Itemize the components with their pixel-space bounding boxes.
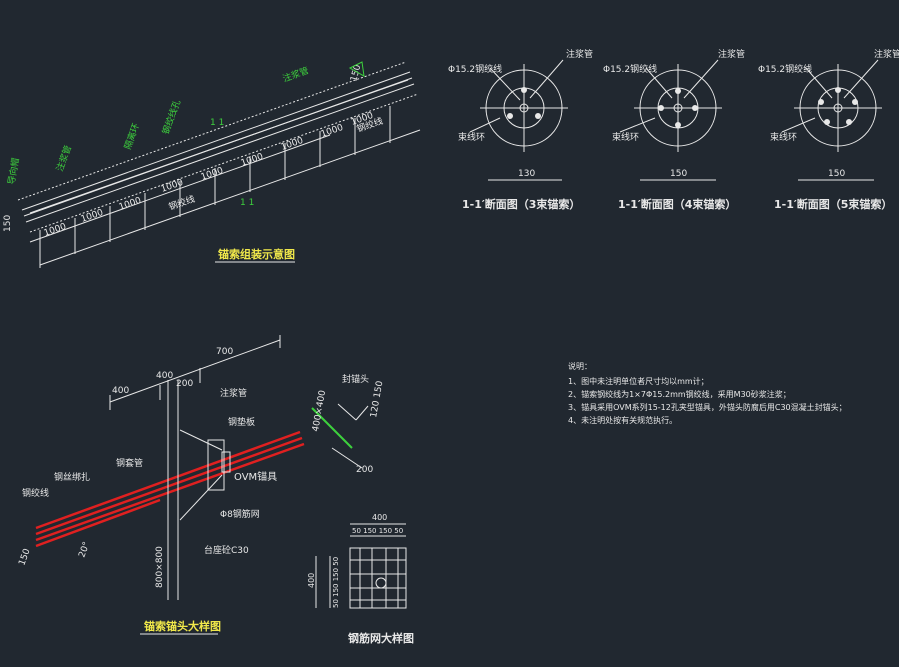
sleeve-label: 钢丝绑扎 (54, 471, 90, 483)
spacing-tag: 1 1 (240, 198, 254, 208)
dim-150: 150 (349, 63, 363, 82)
notes: 说明： 1、图中未注明单位者尺寸均以mm计； 2、锚索钢绞线为1×7Φ15.2m… (568, 361, 847, 425)
dim-200: 200 (176, 379, 193, 389)
note-4: 4、未注明处按有关规范执行。 (568, 415, 677, 425)
section-5-ring-label: 束线环 (770, 131, 797, 143)
spacer-label: 隔离环 (122, 122, 143, 151)
mesh-dim-left-sub: 50 150 150 50 (332, 557, 340, 608)
dim-150: 150 (3, 215, 13, 232)
section-3-title: 1-1′断面图（3束锚索） (462, 197, 580, 211)
dim-400x400: 400×400 (311, 389, 328, 432)
dim-1000: 1000 (240, 152, 265, 169)
dim-400: 400 (112, 386, 129, 396)
section-5-pipe-label: 注浆管 (874, 48, 899, 60)
section-3-strands: Φ15.2钢绞线 注浆管 束线环 130 1-1′断面图（3束锚索） (448, 48, 593, 211)
dim-1000: 1000 (43, 222, 68, 239)
mesh-detail: 400 50 150 150 50 400 50 150 150 50 钢筋网大… (307, 513, 414, 645)
anchor-head-detail: 400 400 700 200 20° 150 800×800 钢绞线 钢丝绑扎… (17, 335, 385, 635)
dim-200b: 200 (356, 465, 373, 475)
section-3-pipe-label: 注浆管 (566, 48, 593, 60)
section-4-strand-label: Φ15.2钢绞线 (603, 63, 657, 75)
anchor-label: OVM锚具 (234, 471, 277, 483)
section-3-strand-label: Φ15.2钢绞线 (448, 63, 502, 75)
section-4-title: 1-1′断面图（4束锚索） (618, 197, 736, 211)
plate-label: 钢垫板 (228, 416, 255, 428)
section-5-title: 1-1′断面图（5束锚索） (774, 197, 892, 211)
grout-pipe-label: 注浆管 (54, 144, 75, 173)
dim-1000: 1000 (80, 208, 105, 225)
anchor-detail-title: 锚索锚头大样图 (144, 619, 221, 633)
dim-1000: 1000 (160, 178, 185, 195)
mesh-dim-top: 400 (372, 513, 387, 522)
dim-800x800: 800×800 (155, 546, 165, 588)
dim-1000: 1000 (118, 196, 143, 213)
dim-1000: 1000 (320, 123, 345, 140)
section-3-ring-label: 束线环 (458, 131, 485, 143)
grout-pipe-right-label: 注浆管 (281, 64, 310, 85)
mesh-detail-title: 钢筋网大样图 (348, 631, 414, 645)
guide-cap-label: 导向帽 (5, 157, 22, 186)
spacing-tag: 1 1 (210, 118, 224, 128)
dim-150: 150 (17, 547, 32, 567)
notes-heading: 说明： (568, 361, 592, 371)
section-4-strands: Φ15.2钢绞线 注浆管 束线环 150 1-1′断面图（4束锚索） (603, 48, 745, 211)
mesh-dim-left: 400 (307, 573, 316, 588)
strand-label: 钢绞线 (22, 487, 49, 499)
assembly-title: 锚索组装示意图 (218, 247, 295, 261)
dim-700: 700 (216, 347, 233, 357)
pipe-label: 钢套管 (116, 457, 143, 469)
note-3: 3、锚具采用OVM系列15-12孔夹型锚具，外锚头防腐后用C30混凝土封锚头； (568, 402, 847, 412)
section-4-pipe-label: 注浆管 (718, 48, 745, 60)
section-5-strands: Φ15.2钢绞线 注浆管 束线环 150 1-1′断面图（5束锚索） (758, 48, 899, 211)
cap-label: 封锚头 (342, 373, 369, 385)
note-2: 2、锚索钢绞线为1×7Φ15.2mm钢绞线，采用M30砂浆注浆； (568, 389, 791, 399)
strand-label: 钢绞线 (167, 193, 196, 213)
dim-400: 400 (156, 371, 173, 381)
dim-120: 120 150 (369, 380, 385, 419)
dim-20-degree: 20° (77, 541, 92, 559)
section-3-dim: 130 (518, 169, 535, 179)
dim-1000: 1000 (200, 166, 225, 183)
section-5-strand-label: Φ15.2钢绞线 (758, 63, 812, 75)
assembly-diagram: 1000 1000 1000 1000 1000 1000 1000 1000 … (3, 61, 421, 268)
dim-1000: 1000 (280, 136, 305, 153)
strand-hole-label: 钢绞线孔 (160, 98, 184, 136)
dim-ticks (39, 106, 391, 268)
section-4-dim: 150 (670, 169, 687, 179)
concrete-label: 台座砼C30 (204, 544, 249, 556)
mesh-label: Φ8钢筋网 (220, 508, 260, 520)
note-1: 1、图中未注明单位者尺寸均以mm计； (568, 376, 709, 386)
section-4-ring-label: 束线环 (612, 131, 639, 143)
mesh-dim-top-sub: 50 150 150 50 (352, 527, 403, 535)
top-pipe-label: 注浆管 (220, 387, 247, 399)
section-5-dim: 150 (828, 169, 845, 179)
